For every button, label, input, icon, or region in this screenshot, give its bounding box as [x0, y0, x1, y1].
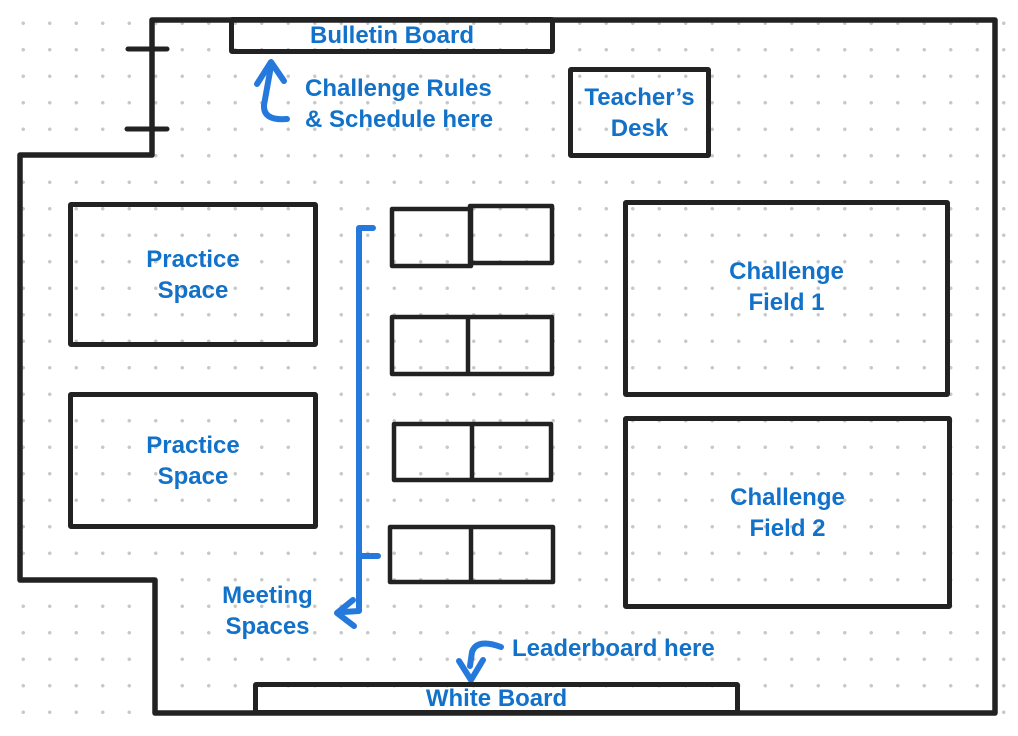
meeting-table	[389, 206, 474, 269]
meeting-spaces-annotation: Meeting Spaces	[222, 582, 313, 640]
up-arrow-icon	[254, 59, 287, 87]
practice-space-label: Practice Space	[146, 245, 240, 304]
bulletin-board-label: Bulletin Board	[309, 22, 474, 49]
arrow-stem	[467, 640, 504, 669]
practice-space-2: Practice Space	[68, 392, 318, 529]
down-arrow-icon	[456, 657, 486, 683]
practice-space-1: Practice Space	[68, 202, 318, 347]
rules-annotation: Challenge Rules & Schedule here	[305, 75, 494, 133]
arrow-stem	[261, 63, 290, 123]
meeting-spaces-bracket	[334, 225, 381, 629]
teachers-desk: Teacher’s Desk	[568, 67, 711, 158]
challenge-field-2: Challenge Field 2	[623, 416, 952, 609]
challenge-field-1: Challenge Field 1	[623, 200, 950, 397]
practice-space-label: Practice Space	[146, 431, 240, 490]
meeting-table	[389, 314, 555, 377]
teachers-desk-label: Teacher’s Desk	[584, 83, 695, 142]
rules-arrow	[254, 59, 290, 123]
leaderboard-annotation: Leaderboard here	[512, 635, 715, 662]
meeting-table	[467, 203, 555, 266]
room-walls	[17, 17, 998, 716]
challenge-field-label: Challenge Field 2	[730, 483, 845, 542]
bracket-line	[340, 225, 376, 615]
challenge-field-label: Challenge Field 1	[729, 257, 844, 316]
meeting-tables	[387, 203, 556, 585]
bulletin-board: Bulletin Board	[229, 17, 555, 54]
white-board-label: White Board	[425, 685, 568, 712]
white-board: White Board	[253, 682, 740, 715]
left-arrow-icon	[334, 597, 357, 629]
leaderboard-arrow	[456, 640, 504, 683]
